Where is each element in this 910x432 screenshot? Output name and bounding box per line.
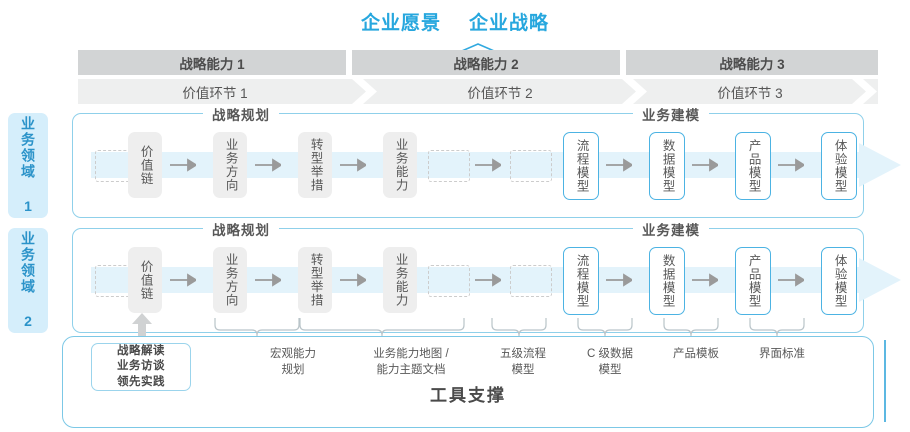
value-link-2[interactable]: 价值环节 2 [467, 85, 533, 101]
row-2-node-business-direction[interactable]: 业务方向 [213, 247, 247, 313]
row-1-node-value-chain-label: 价值链 [138, 144, 153, 186]
chevron-separator-2-icon [622, 79, 647, 104]
title-enterprise-strategy: 企业战略 [469, 12, 550, 34]
row-2-node-value-chain-label: 价值链 [138, 259, 153, 301]
title-enterprise-vision: 企业愿景 [360, 12, 441, 34]
row-1-node-data-model[interactable]: 数据模型 [649, 132, 685, 200]
row-1-node-transformation[interactable]: 转型举措 [298, 132, 332, 198]
row-1-node-business-capability-label: 业务能力 [393, 138, 408, 192]
row-1-node-experience-model-label: 体验模型 [832, 139, 847, 193]
row-2-arrow-1-icon [170, 273, 196, 287]
row-2-arrow-4-icon [475, 273, 501, 287]
capability-gap-1 [346, 50, 352, 75]
row-2-node-value-chain[interactable]: 价值链 [128, 247, 162, 313]
tool-label-macro-capability: 宏观能力规划 [270, 348, 316, 376]
row-2-node-process-model[interactable]: 流程模型 [563, 247, 599, 315]
row-1-node-experience-model[interactable]: 体验模型 [821, 132, 857, 200]
row-1-node-product-model-label: 产品模型 [746, 139, 761, 193]
row-2-arrow-7-icon [778, 273, 804, 287]
row-2-section-caption-left: 战略规划 [203, 219, 279, 239]
row-1-caption-rule-mid [283, 113, 633, 115]
row-1-arrow-6-icon [692, 158, 718, 172]
tool-box-line-3: 领先实践 [117, 375, 165, 388]
row-1-node-transformation-label: 转型举措 [308, 138, 323, 192]
row-2-arrow-2-icon [255, 273, 281, 287]
row-1-arrow-3-icon [340, 158, 366, 172]
row-1-node-product-model[interactable]: 产品模型 [735, 132, 771, 200]
side-label-text-1: 业务领域 1 [20, 115, 36, 216]
row-2-placeholder-mid [428, 265, 470, 297]
row-1-node-value-chain[interactable]: 价值链 [128, 132, 162, 198]
chevron-separator-3-icon [852, 79, 877, 104]
tool-label-capability-map: 业务能力地图 /能力主题文档 [373, 348, 449, 376]
row-2-caption-rule-left [83, 228, 203, 230]
row-1-arrow-4-icon [475, 158, 501, 172]
row-1-node-business-direction-label: 业务方向 [223, 138, 238, 192]
row-1-caption-rule-left [83, 113, 203, 115]
row-2-node-transformation[interactable]: 转型举措 [298, 247, 332, 313]
row-1-arrow-5-icon [606, 158, 632, 172]
tool-box-line-1: 战略解读 [117, 345, 165, 358]
row-1-section-caption-right: 业务建模 [633, 104, 709, 124]
right-divider [884, 340, 886, 422]
row-1-arrow-7-icon [778, 158, 804, 172]
side-label-domain-2: 业务领域 2 [8, 228, 48, 333]
row-2-node-product-model-label: 产品模型 [746, 254, 761, 308]
tool-label-c-level-data: C 级数据模型 [587, 348, 633, 376]
capability-cell-3[interactable]: 战略能力 3 [626, 50, 878, 75]
domain-row-1: 战略规划 业务建模 价值链 业务方向 转型举措 业务能力 流程模型 数据模型 产… [72, 104, 901, 218]
tools-container: 战略解读 业务访谈 领先实践 宏观能力规划 业务能力地图 /能力主题文档 五级流… [62, 336, 874, 428]
row-1-section-caption-left: 战略规划 [203, 104, 279, 124]
row-1-node-process-model[interactable]: 流程模型 [563, 132, 599, 200]
row-2-arrow-3-icon [340, 273, 366, 287]
domain-row-2: 战略规划 业务建模 价值链 业务方向 转型举措 业务能力 流程模型 数据模型 产… [72, 219, 901, 333]
tool-box-strategy[interactable]: 战略解读 业务访谈 领先实践 [91, 343, 191, 391]
side-label-text-2: 业务领域 2 [20, 230, 36, 331]
brace-connector-group [214, 318, 805, 338]
row-2-arrow-6-icon [692, 273, 718, 287]
row-2-node-data-model[interactable]: 数据模型 [649, 247, 685, 315]
row-2-section-caption-right: 业务建模 [633, 219, 709, 239]
row-1-node-process-model-label: 流程模型 [574, 139, 589, 193]
top-title-group: 企业愿景 企业战略 [0, 6, 910, 36]
capability-cell-1[interactable]: 战略能力 1 [78, 50, 346, 75]
row-1-node-business-direction[interactable]: 业务方向 [213, 132, 247, 198]
row-1-arrow-2-icon [255, 158, 281, 172]
row-2-node-process-model-label: 流程模型 [574, 254, 589, 308]
row-2-node-business-direction-label: 业务方向 [223, 253, 238, 307]
row-2-node-transformation-label: 转型举措 [308, 253, 323, 307]
row-1-placeholder-mid2 [510, 150, 552, 182]
row-2-node-data-model-label: 数据模型 [660, 254, 675, 308]
row-2-node-experience-model-label: 体验模型 [832, 254, 847, 308]
row-2-arrow-5-icon [606, 273, 632, 287]
row-2-node-business-capability[interactable]: 业务能力 [383, 247, 417, 313]
tool-label-ui-standard: 界面标准 [759, 348, 805, 360]
value-link-1[interactable]: 价值环节 1 [182, 85, 248, 101]
row-2-node-business-capability-label: 业务能力 [393, 253, 408, 307]
row-1-placeholder-mid [428, 150, 470, 182]
tool-box-line-2: 业务访谈 [117, 360, 165, 373]
row-2-caption-rule-right [713, 228, 853, 230]
row-1-caption-rule-right [713, 113, 853, 115]
row-1-node-data-model-label: 数据模型 [660, 139, 675, 193]
row-2-node-experience-model[interactable]: 体验模型 [821, 247, 857, 315]
row-2-caption-rule-mid [283, 228, 633, 230]
side-label-domain-1: 业务领域 1 [8, 113, 48, 218]
row-2-node-product-model[interactable]: 产品模型 [735, 247, 771, 315]
capability-gap-2 [620, 50, 626, 75]
tool-label-five-level-process: 五级流程模型 [500, 348, 546, 376]
value-link-bar: 价值环节 1 价值环节 2 价值环节 3 [78, 79, 878, 104]
row-1-arrow-1-icon [170, 158, 196, 172]
capability-bar: 战略能力 1 战略能力 2 战略能力 3 [78, 50, 878, 75]
capability-cell-2[interactable]: 战略能力 2 [352, 50, 620, 75]
row-1-node-business-capability[interactable]: 业务能力 [383, 132, 417, 198]
value-link-3[interactable]: 价值环节 3 [717, 85, 783, 101]
tools-title: 工具支撑 [430, 386, 506, 405]
tool-label-product-template: 产品模板 [673, 348, 719, 360]
chevron-separator-1-icon [352, 79, 377, 104]
row-2-placeholder-mid2 [510, 265, 552, 297]
tool-uplink-arrow-icon [132, 313, 152, 339]
